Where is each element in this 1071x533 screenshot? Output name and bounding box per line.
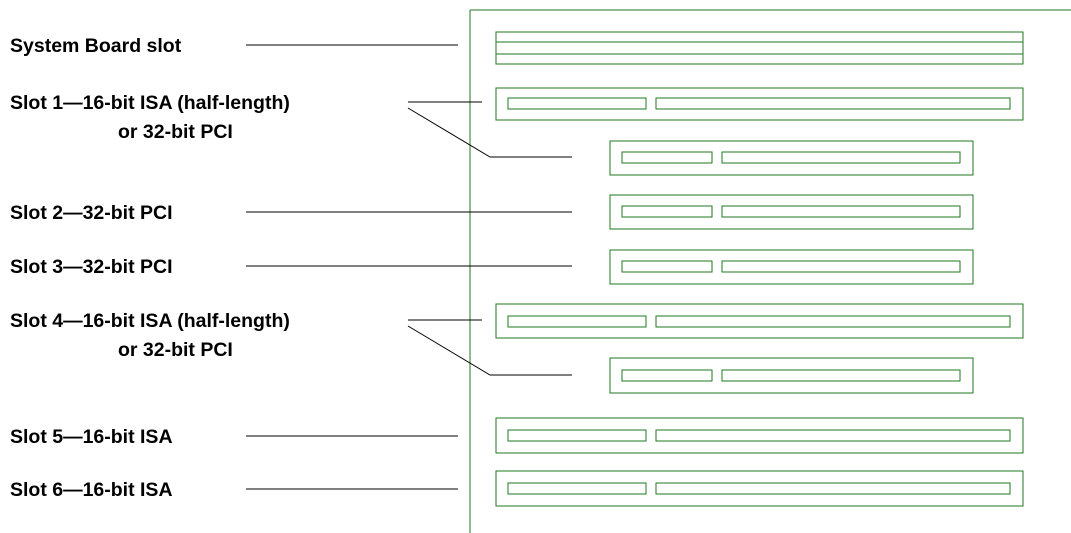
slot6-isa-key-long <box>655 482 1011 495</box>
slot1-isa-key-short <box>507 97 647 110</box>
slot1-pci-key-long <box>721 151 961 164</box>
label-slot2: Slot 2—32-bit PCI <box>10 202 173 224</box>
slot1-pci-connector <box>609 140 974 176</box>
label-slot5: Slot 5—16-bit ISA <box>10 426 173 448</box>
slot5-isa-outer <box>495 417 1024 454</box>
slot6-isa-outer <box>495 470 1024 507</box>
slot4-isa-key-short <box>507 315 647 328</box>
slot-labels: System Board slot Slot 1—16-bit ISA (hal… <box>10 35 290 501</box>
slot4-isa-outer <box>495 303 1024 339</box>
label-slot1-line2: or 32-bit PCI <box>118 121 233 143</box>
slot6-isa-connector <box>495 470 1024 507</box>
slot5-isa-key-long <box>655 429 1011 442</box>
slot5-isa-key-short <box>507 429 647 442</box>
slot2-pci-connector <box>609 194 974 230</box>
slot3-pci-key-short <box>621 260 713 273</box>
system-board-slot <box>495 31 1024 65</box>
slot2-pci-key-short <box>621 205 713 218</box>
leader-slot4-pci <box>407 325 572 376</box>
label-slot4-line2: or 32-bit PCI <box>118 339 233 361</box>
slot3-pci-connector <box>609 249 974 285</box>
system-board-slot-connector <box>495 31 1024 65</box>
slot4-pci-key-long <box>721 369 961 382</box>
label-slot4-line1: Slot 4—16-bit ISA (half-length) <box>10 310 290 332</box>
slot3-pci-outer <box>609 249 974 285</box>
slot5-isa-connector <box>495 417 1024 454</box>
slot4-isa-connector <box>495 303 1024 339</box>
slot2-pci-key-long <box>721 205 961 218</box>
slot1-isa-key-long <box>655 97 1011 110</box>
slot1-pci-outer <box>609 140 974 176</box>
slot1-isa-connector <box>495 87 1024 121</box>
slot2-pci-outer <box>609 194 974 230</box>
label-slot3: Slot 3—32-bit PCI <box>10 256 173 278</box>
leader-lines <box>246 44 572 490</box>
slot6-isa-key-short <box>507 482 647 495</box>
slot1-pci-key-short <box>621 151 713 164</box>
slot1-isa-outer <box>495 87 1024 121</box>
label-slot1-line1: Slot 1—16-bit ISA (half-length) <box>10 92 290 114</box>
label-slot6: Slot 6—16-bit ISA <box>10 479 173 501</box>
system-board-outline <box>469 9 1071 533</box>
slot4-pci-key-short <box>621 369 713 382</box>
slot4-isa-key-long <box>655 315 1011 328</box>
slot4-pci-connector <box>609 357 974 394</box>
slot4-pci-outer <box>609 357 974 394</box>
leader-slot1-pci <box>407 107 572 158</box>
label-system-board-slot: System Board slot <box>10 35 182 57</box>
slot3-pci-key-long <box>721 260 961 273</box>
